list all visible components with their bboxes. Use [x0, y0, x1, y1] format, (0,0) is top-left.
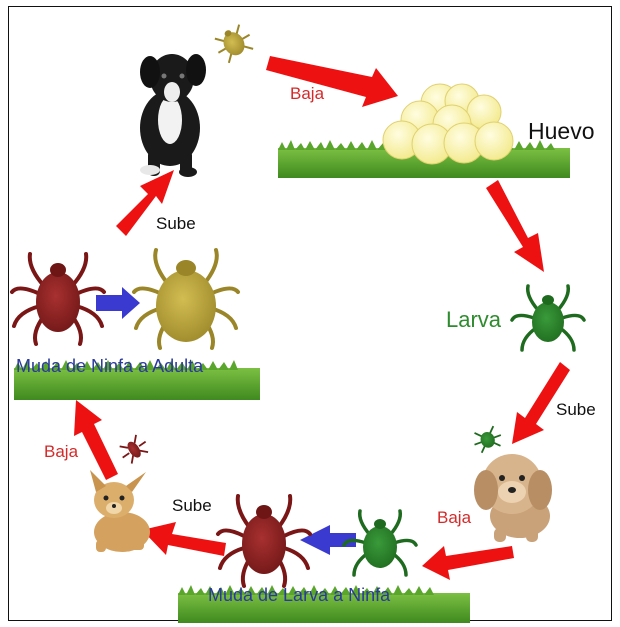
egg-icon: [383, 84, 513, 164]
label-baja-adulta: Baja: [290, 84, 324, 104]
arrow-baja-up: [74, 400, 118, 480]
tick-icon: [512, 286, 584, 350]
label-muda-larva-ninfa: Muda de Larva a Ninfa: [208, 585, 390, 606]
tick-icon: [211, 22, 257, 65]
label-sube-larva: Sube: [556, 400, 596, 420]
tick-icon: [218, 496, 310, 586]
tick-icon: [12, 254, 104, 344]
dog-icon: [140, 54, 206, 177]
arrow-nymph-to-chihuahua: [142, 522, 226, 556]
label-larva: Larva: [446, 307, 501, 333]
label-baja-dog: Baja: [437, 508, 471, 528]
dog-icon: [474, 454, 552, 542]
tick-icon: [134, 250, 238, 348]
dog-icon: [90, 470, 150, 552]
label-sube-ninfa: Sube: [172, 496, 212, 516]
label-sube-adulta: Sube: [156, 214, 196, 234]
label-huevo: Huevo: [528, 118, 594, 145]
tick-icon: [116, 433, 151, 466]
tick-icon: [471, 425, 504, 454]
label-baja-chihuahua: Baja: [44, 442, 78, 462]
arrow-baja-to-larva: [422, 546, 514, 580]
label-muda-ninfa-adulta: Muda de Ninfa a Adulta: [16, 356, 203, 377]
arrow-baja-to-egg: [266, 56, 398, 107]
arrow-egg-to-larva: [486, 180, 544, 272]
